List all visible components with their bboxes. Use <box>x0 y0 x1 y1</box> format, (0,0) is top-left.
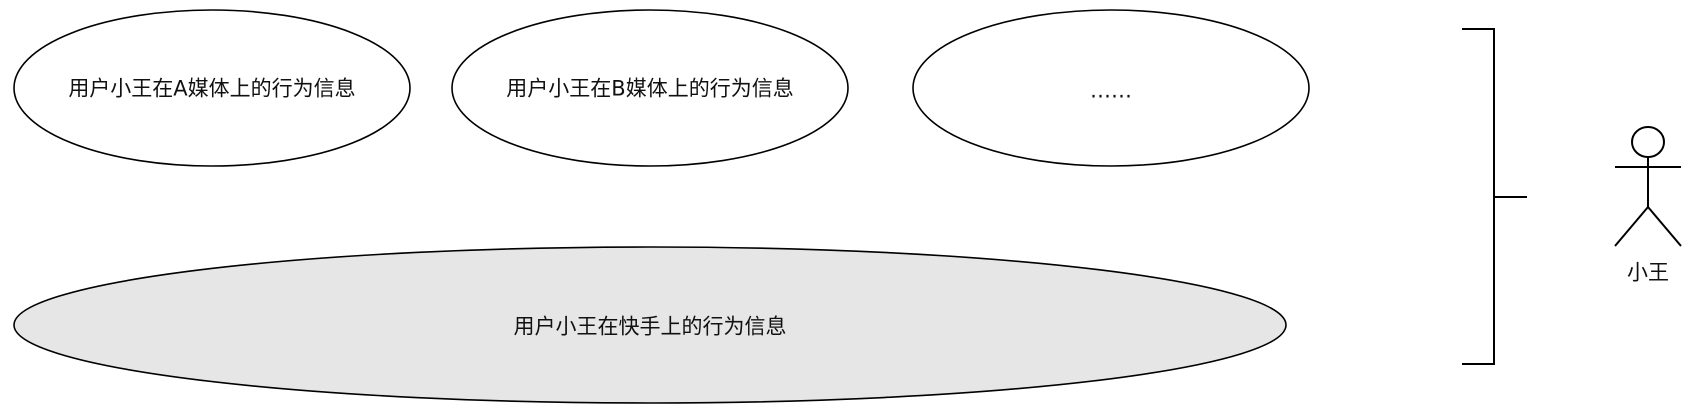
usecase-ellipse-media-b[interactable] <box>451 9 849 167</box>
grouping-bracket <box>1462 28 1527 365</box>
usecase-ellipse-kuaishou[interactable] <box>13 246 1287 404</box>
usecase-label-kuaishou: 用户小王在快手上的行为信息 <box>513 314 787 339</box>
usecase-label-media-a: 用户小王在A媒体上的行为信息 <box>68 76 356 101</box>
usecase-ellipse-more[interactable] <box>912 9 1310 167</box>
usecase-ellipse-media-a[interactable] <box>13 9 411 167</box>
actor-stick-figure-icon[interactable] <box>1614 126 1682 247</box>
actor-head <box>1631 126 1665 158</box>
usecase-label-more: …… <box>1090 78 1132 103</box>
actor-left-leg <box>1614 206 1649 247</box>
actor-label: 小王 <box>1627 260 1669 285</box>
usecase-label-media-b: 用户小王在B媒体上的行为信息 <box>506 76 794 101</box>
actor-right-leg <box>1647 206 1682 247</box>
